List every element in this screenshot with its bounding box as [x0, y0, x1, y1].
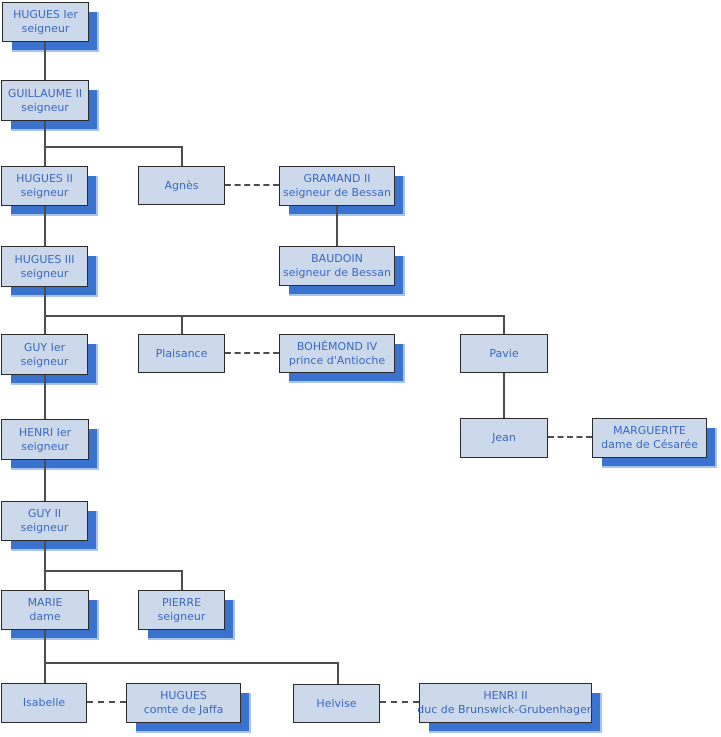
- person-name: Isabelle: [22, 696, 66, 709]
- person-name: MARIE: [27, 596, 63, 609]
- marriage-connector-line: [380, 701, 419, 703]
- tree-node-person[interactable]: Helvise: [293, 684, 380, 723]
- person-title: seigneur de Bessan: [282, 266, 391, 279]
- tree-node-person[interactable]: Jean: [460, 418, 548, 458]
- person-name: Jean: [492, 431, 516, 444]
- tree-node-person[interactable]: Isabelle: [1, 683, 87, 723]
- person-title: seigneur: [21, 100, 69, 114]
- descent-connector-line: [44, 375, 46, 419]
- person-name: HUGUES: [160, 689, 207, 702]
- person-name: BOHÉMOND IV: [296, 339, 378, 353]
- descent-connector-line: [181, 315, 183, 334]
- person-name: Agnès: [164, 178, 199, 192]
- person-title: seigneur: [20, 521, 69, 534]
- person-name: GUILLAUME II: [7, 86, 83, 100]
- person-name: Plaisance: [155, 346, 208, 360]
- descent-connector-line: [44, 206, 46, 246]
- person-name: HUGUES II: [16, 172, 73, 185]
- descent-connector-line: [181, 146, 183, 166]
- person-name: GUY II: [27, 507, 62, 520]
- person-name: HENRI II: [483, 689, 528, 702]
- descent-connector-line: [44, 630, 46, 683]
- person-title: seigneur: [157, 610, 206, 623]
- person-title: seigneur: [20, 266, 69, 280]
- person-name: PIERRE: [161, 596, 202, 609]
- person-name: HENRI Ier: [18, 425, 72, 439]
- marriage-connector-line: [548, 436, 592, 438]
- marriage-connector-line: [225, 352, 279, 354]
- descent-connector-line: [44, 121, 46, 166]
- person-title: seigneur: [20, 354, 69, 368]
- tree-node-person[interactable]: Plaisance: [138, 334, 225, 373]
- descent-connector-line: [337, 662, 339, 684]
- person-name: GRAMAND II: [303, 172, 371, 185]
- person-title: seigneur: [20, 186, 69, 199]
- person-title: dame de Césarée: [601, 438, 698, 451]
- person-name: HUGUES Ier: [13, 8, 78, 21]
- person-title: prince d'Antioche: [288, 353, 386, 367]
- descent-connector-line: [44, 570, 183, 572]
- person-name: HUGUES III: [14, 252, 75, 266]
- person-name: Pavie: [489, 346, 519, 360]
- descent-connector-line: [44, 315, 505, 317]
- descent-connector-line: [44, 662, 339, 664]
- marriage-connector-line: [87, 701, 126, 703]
- person-title: duc de Brunswick-Grubenhagen: [417, 703, 594, 716]
- tree-node-person[interactable]: Agnès: [138, 166, 225, 205]
- descent-connector-line: [336, 206, 338, 246]
- marriage-connector-line: [225, 184, 279, 186]
- person-name: GUY Ier: [23, 340, 66, 354]
- descent-connector-line: [44, 146, 183, 148]
- descent-connector-line: [181, 570, 183, 590]
- person-title: seigneur de Bessan: [282, 186, 391, 199]
- person-title: dame: [29, 610, 61, 623]
- descent-connector-line: [44, 460, 46, 501]
- person-title: seigneur: [21, 22, 70, 35]
- person-name: MARGUERITE: [613, 424, 686, 437]
- person-name: Helvise: [316, 696, 357, 710]
- tree-node-person[interactable]: Pavie: [460, 334, 548, 373]
- descent-connector-line: [503, 373, 505, 418]
- descent-connector-line: [44, 287, 46, 334]
- person-title: seigneur: [21, 439, 69, 453]
- person-title: comte de Jaffa: [143, 703, 224, 716]
- descent-connector-line: [503, 315, 505, 334]
- person-name: BAUDOIN: [311, 252, 363, 265]
- descent-connector-line: [44, 541, 46, 590]
- descent-connector-line: [44, 42, 46, 80]
